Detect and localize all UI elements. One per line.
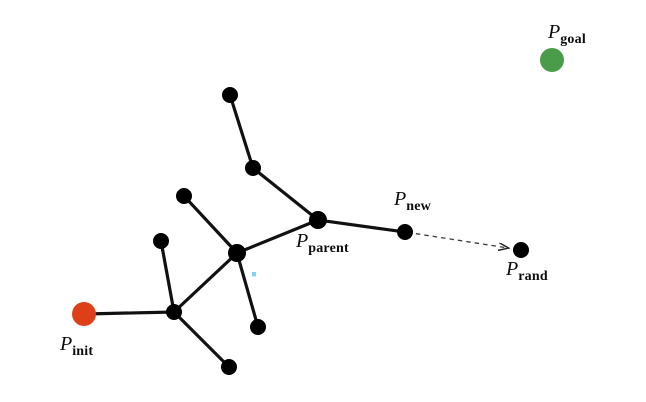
label-p-new-subscript: new: [406, 198, 431, 214]
p-rand-node: [513, 242, 529, 258]
label-p-parent-symbol: P: [296, 230, 309, 252]
label-p-parent-subscript: parent: [308, 240, 349, 256]
edge-new-to-rand-dashed: [415, 233, 508, 248]
edge-center-to-lower-mid: [236, 256, 259, 325]
p-parent-node: [309, 211, 327, 229]
label-p-parent: Pparent: [296, 231, 349, 256]
label-p-goal-subscript: goal: [560, 31, 586, 47]
p-new-node: [397, 224, 413, 240]
edge-hub-to-center: [175, 254, 235, 311]
label-p-rand-symbol: P: [506, 258, 519, 280]
p-init-node: [72, 302, 96, 326]
tree-node-upper-left: [176, 188, 192, 204]
label-p-goal: Pgoal: [548, 22, 586, 47]
tree-node-hub-lower: [166, 304, 182, 320]
edge-center-to-parent: [239, 220, 316, 253]
artifact-layer: [252, 272, 256, 277]
edge-parent-to-new: [321, 219, 403, 233]
label-p-init-subscript: init: [72, 343, 94, 359]
node-layer: [72, 48, 564, 375]
edge-branch-to-top: [229, 97, 254, 166]
stray-pixel-artifact: [252, 272, 256, 277]
edge-hub-to-bottom: [175, 313, 228, 366]
p-goal-node: [540, 48, 564, 72]
edge-layer: [88, 97, 509, 366]
label-p-new: Pnew: [394, 189, 431, 214]
tree-node-lower-mid: [250, 319, 266, 335]
label-p-rand: Prand: [506, 259, 548, 284]
tree-node-hub-center: [228, 244, 246, 262]
label-p-init-symbol: P: [60, 333, 73, 355]
tree-node-top: [222, 87, 238, 103]
label-p-goal-symbol: P: [548, 21, 561, 43]
edge-parent-to-branch: [254, 169, 316, 219]
tree-node-left: [153, 233, 169, 249]
label-p-new-symbol: P: [394, 188, 407, 210]
label-p-init: Pinit: [60, 334, 93, 359]
edge-init-to-hub: [88, 310, 172, 316]
tree-node-branch: [245, 160, 261, 176]
tree-node-bottom: [221, 359, 237, 375]
edge-center-to-upper-left: [185, 197, 236, 251]
label-p-rand-subscript: rand: [518, 268, 548, 284]
edge-hub-to-left: [160, 243, 175, 310]
